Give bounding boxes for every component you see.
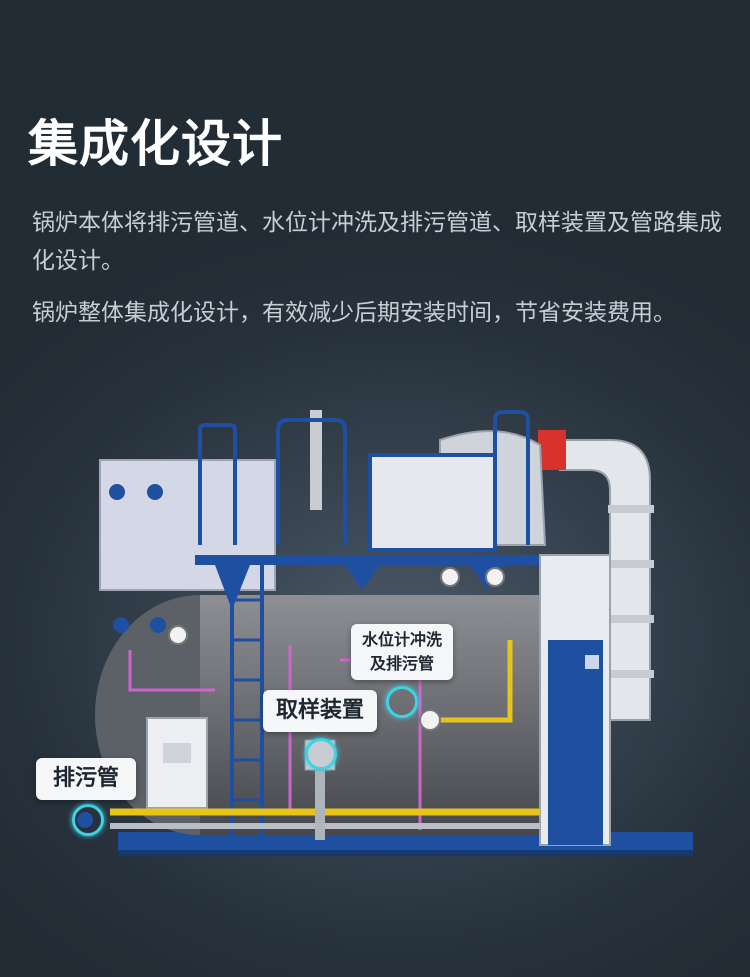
description-paragraph-1: 锅炉本体将排污管道、水位计冲洗及排污管道、取样装置及管路集成化设计。 — [32, 210, 722, 274]
description-paragraph-2: 锅炉整体集成化设计，有效减少后期安装时间，节省安装费用。 — [32, 300, 676, 326]
drain-pipe-highlight-ring — [72, 804, 104, 836]
water-gauge-highlight-ring — [386, 686, 418, 718]
water-tank — [99, 459, 276, 591]
top-platform — [195, 555, 540, 565]
callout-water-gauge: 水位计冲洗 及排污管 — [351, 624, 453, 680]
page-title: 集成化设计 — [28, 115, 283, 173]
callout-sampling-device: 取样装置 — [263, 690, 377, 732]
callout-drain-pipe: 排污管 — [36, 758, 136, 800]
burner-flange — [538, 430, 566, 470]
callout-water-gauge-line-2: 及排污管 — [369, 654, 434, 673]
sampling-device-highlight-ring — [305, 738, 337, 770]
callout-water-gauge-line-1: 水位计冲洗 — [361, 630, 442, 649]
